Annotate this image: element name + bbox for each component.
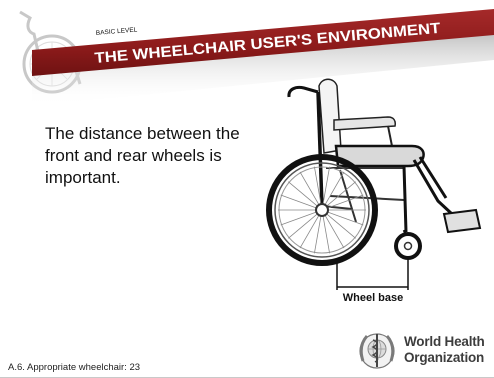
organization-name-line1: World Health (404, 334, 485, 349)
footplate (442, 208, 482, 234)
wheel-base-bracket (336, 258, 409, 290)
push-handle (287, 85, 319, 98)
body-line: front and rear wheels is (45, 146, 222, 165)
banner-shadow (32, 32, 494, 106)
front-tube (402, 165, 408, 233)
wheelchair-illustration (266, 78, 482, 266)
organization-name: World Health Organization (404, 334, 492, 366)
wheel-base-label: Wheel base (343, 292, 404, 304)
leg-rest-hanger (412, 156, 454, 216)
title-banner (32, 9, 494, 76)
body-text: The distance between the front and rear … (45, 123, 265, 189)
armrest-support (387, 125, 393, 147)
back-post (316, 91, 324, 207)
organization-name-line2: Organization (404, 350, 485, 365)
seat-cushion (334, 144, 425, 168)
slide-footer: A.6. Appropriate wheelchair: 23 (8, 362, 141, 373)
armrest (333, 116, 396, 131)
body-line: important. (45, 168, 121, 187)
who-emblem-icon (359, 333, 395, 369)
body-line: The distance between the (45, 124, 240, 143)
backrest (318, 78, 342, 154)
level-label: BASIC LEVEL (96, 26, 138, 37)
front-caster (394, 232, 422, 260)
rear-wheel (266, 154, 378, 266)
